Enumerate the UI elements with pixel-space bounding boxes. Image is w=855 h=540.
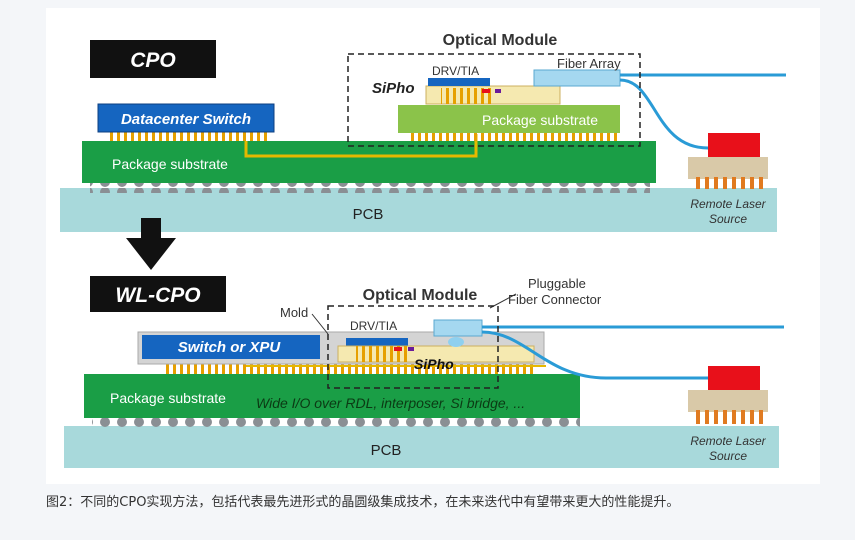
switch-or-xpu (142, 335, 320, 359)
pcb-bottom (64, 426, 779, 468)
fiber-array (533, 69, 621, 87)
interconnect-trace-top (244, 134, 478, 158)
wl-cpo-badge-label: WL-CPO (115, 284, 200, 307)
sipho-top-label: SiPho (372, 80, 415, 97)
drv-tia-top-label: DRV/TIA (432, 64, 479, 78)
optical-module-box-bottom (327, 305, 499, 389)
transition-arrow (126, 218, 176, 270)
remote-laser-bottom-label-2: Source (709, 449, 747, 463)
fiber-line-top-2 (619, 78, 709, 150)
figure-panel: CPO PCB Package substrate Datacenter Swi… (46, 8, 820, 484)
cpo-badge (90, 40, 216, 78)
remote-laser-bottom-label-1: Remote Laser (690, 434, 766, 448)
lens-bottom (448, 337, 464, 347)
cpo-badge-label: CPO (130, 49, 176, 72)
remote-laser-top-label-2: Source (709, 212, 747, 226)
module-pins-top (408, 131, 618, 141)
pluggable-connector (433, 319, 483, 337)
cpo-diagram: CPO PCB Package substrate Datacenter Swi… (60, 32, 786, 468)
solder-bumps-bottom (92, 416, 580, 427)
package-substrate-top-label: Package substrate (112, 156, 228, 172)
package-substrate-bottom-label: Package substrate (110, 390, 226, 406)
drv-tia-chip-bottom (346, 338, 408, 346)
optical-module-box-top (347, 53, 641, 147)
optical-module-top-label: Optical Module (443, 32, 558, 49)
wide-io-label: Wide I/O over RDL, interposer, Si bridge… (256, 395, 525, 411)
pluggable-label-1: Pluggable (528, 276, 586, 291)
pcb-top (60, 188, 777, 232)
modulator-mark-top (495, 89, 501, 93)
laser-base-top (688, 157, 768, 179)
mold-leader (311, 313, 329, 335)
sipho-pins-top (441, 88, 491, 104)
photodetector-mark-bottom (394, 347, 402, 351)
mold-pins (166, 364, 536, 374)
switch-or-xpu-label: Switch or XPU (178, 339, 282, 356)
pluggable-leader (489, 293, 517, 309)
module-substrate-top-label: Package substrate (482, 112, 598, 128)
mold-label: Mold (280, 305, 308, 320)
photodetector-mark-top (482, 89, 490, 93)
optical-module-bottom-label: Optical Module (363, 287, 478, 304)
modulator-mark-bottom (408, 347, 414, 351)
package-substrate-top (82, 141, 656, 183)
pcb-bottom-label: PCB (371, 442, 402, 459)
fiber-line-bottom-2 (481, 330, 708, 380)
drv-tia-chip-top (428, 78, 490, 86)
laser-pins-top (692, 177, 764, 189)
solder-bumps-top (90, 182, 650, 193)
wl-cpo-badge (90, 276, 226, 312)
laser-pins-bottom (692, 410, 764, 424)
module-substrate-top (398, 105, 620, 133)
switch-pins-top (110, 130, 270, 141)
datacenter-switch-label: Datacenter Switch (121, 111, 251, 128)
datacenter-switch (97, 103, 275, 133)
figure-caption: 图2：不同的CPO实现方法，包括代表最先进形式的晶圆级集成技术，在未来迭代中有望… (46, 495, 680, 510)
remote-laser-top-label-1: Remote Laser (690, 197, 766, 211)
fiber-array-label: Fiber Array (557, 56, 621, 71)
wl-cpo-section: WL-CPO PCB Package substrate Wide I/O ov… (64, 276, 784, 468)
pluggable-label-2: Fiber Connector (508, 292, 602, 307)
sipho-bottom-label: SiPho (414, 356, 454, 372)
remote-laser-bottom (708, 366, 760, 390)
remote-laser-top (708, 133, 760, 157)
cpo-section: CPO PCB Package substrate Datacenter Swi… (60, 32, 786, 232)
drv-tia-bottom-label: DRV/TIA (350, 319, 397, 333)
pcb-top-label: PCB (353, 206, 384, 223)
laser-base-bottom (688, 390, 768, 412)
